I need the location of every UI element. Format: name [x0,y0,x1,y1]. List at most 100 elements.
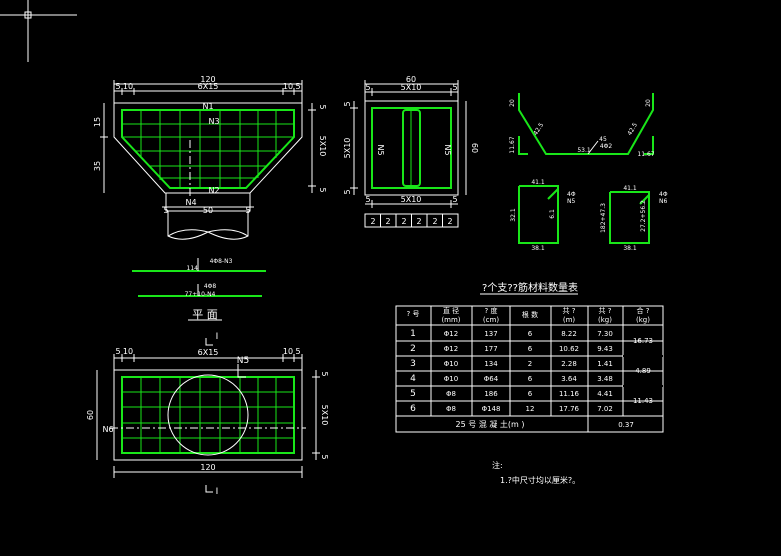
bar-label-n1: N1 [202,102,213,111]
plan-dim-bottom-right: 5 [245,206,250,215]
section-mark-bottom: I [216,487,219,497]
notes: 注: 1.?中尺寸均以厘米?。 [492,460,580,485]
material-table [395,305,664,433]
elev-dim-left-a: 5 [115,347,120,356]
section-cell: 2 [432,217,437,226]
section-dim-top-inner: 5X10 [401,83,422,92]
section-cell: 2 [370,217,375,226]
table-header: (kg) [636,316,650,324]
svg-text:10.62: 10.62 [559,345,579,353]
bend-right-slope: 42.5 [626,122,639,137]
svg-text:Φ64: Φ64 [484,375,499,383]
plan-dim-left-a: 5 [115,82,120,91]
section-dim-bottom-left: 5 [365,195,370,204]
section-dim-top-right: 5 [452,83,457,92]
bend-right-leg: 11.67 [637,151,654,158]
plan-dim-left-top: 15 [93,117,102,127]
table-header: ? 号 [407,310,420,318]
table-sum: 4.89 [635,367,651,375]
table-row: 1 Φ12 137 6 8.22 7.30 [410,329,613,339]
bar-label-n6: N6 [102,425,113,434]
svg-text:6: 6 [528,390,533,398]
section-dim-bottom-inner: 5X10 [401,195,422,204]
section-rebar-outline [371,107,452,189]
svg-text:2.28: 2.28 [561,360,577,368]
section-cell: 2 [385,217,390,226]
stirrup-left-top: 41.1 [531,179,545,186]
table-row: 4 Φ10 Φ64 6 3.64 3.48 [410,374,613,384]
plan-dim-right-bottom: 5 [318,187,327,192]
elev-dim-right-b: 5 [295,347,300,356]
svg-text:177: 177 [484,345,497,353]
svg-text:9.43: 9.43 [597,345,613,353]
svg-text:1.41: 1.41 [597,360,613,368]
elevation-rebar-outline [121,376,295,454]
plan-dim-overall: 120 [200,75,215,84]
svg-text:Φ12: Φ12 [444,330,458,338]
section-dim-left: 5X10 [343,138,352,159]
svg-text:6: 6 [528,330,533,338]
bend-mid-dim: 45 [599,136,607,143]
stirrup-right-top: 41.1 [623,185,637,192]
plan-dim-right-b: 5 [295,82,300,91]
svg-text:12: 12 [526,405,535,413]
elev-dim-left-b: 10 [123,347,133,356]
table-row: 5 Φ8 186 6 11.16 4.41 [410,389,613,399]
plan-view-title: 平 面 [192,308,218,321]
svg-text:Φ148: Φ148 [482,405,501,413]
bar-callout-2a: 4Φ8 [204,283,217,290]
section-dim-left-top: 5 [343,101,352,106]
svg-text:7.02: 7.02 [597,405,613,413]
stirrup-left-bottom: 38.1 [531,245,545,252]
elev-dim-left: 60 [86,410,95,420]
section-dim-bottom-right: 5 [452,195,457,204]
bend-left-leg: 11.67 [509,136,516,153]
svg-text:Φ10: Φ10 [444,360,458,368]
svg-text:5: 5 [410,389,416,399]
plan-dim-bottom: 50 [203,206,213,215]
stirrup-left-mark: 4Φ [567,191,576,198]
bend-left-top: 20 [509,99,516,107]
table-sum: 11.43 [633,397,653,405]
table-footer-value: 0.37 [618,421,634,429]
table-sum: 16.73 [633,337,653,345]
stirrup-labels: 41.1 4Φ N5 32.1 6.1 38.1 41.1 4Φ N6 182+… [510,179,668,252]
table-row: 6 Φ8 Φ148 12 17.76 7.02 [410,404,613,414]
stirrup-left-mark-b: N5 [567,198,575,205]
section-dim-top-left: 5 [365,83,370,92]
svg-text:186: 186 [484,390,498,398]
bar-label-n3: N3 [208,117,219,126]
svg-text:11.16: 11.16 [559,390,580,398]
table-row: 3 Φ10 134 2 2.28 1.41 [410,359,613,369]
elev-dim-right-mid: 5X10 [320,405,329,426]
notes-line1: 1.?中尺寸均以厘米?。 [500,475,580,485]
stirrup-left-inner: 6.1 [549,209,556,219]
bend-mid-base: 53.1 [577,147,591,154]
bar-label-n5: N5 [237,356,249,366]
svg-text:Φ8: Φ8 [446,390,456,398]
stirrup-right-mark: 4Φ [659,191,668,198]
stirrup-right-shape [609,191,650,244]
svg-text:3.48: 3.48 [597,375,613,383]
table-row: 2 Φ12 177 6 10.62 9.43 [410,344,613,354]
plan-dim-right-a: 10 [283,82,293,91]
bend-mid-bar: 4Φ2 [600,143,613,150]
stirrup-right-inner: 27.2+56.2 [640,200,647,232]
section-outline [364,100,459,196]
svg-text:4.41: 4.41 [597,390,613,398]
bar-label-n4: N4 [185,198,196,207]
svg-text:2: 2 [410,344,416,354]
bar-callout-1a: 4Φ8-N3 [210,258,233,265]
section-cut-mark-bottom [205,485,213,493]
plan-dim-left-b: 10 [123,82,133,91]
elevation-view [96,338,320,493]
svg-text:4: 4 [410,374,416,384]
section-view-labels: 60 5 5X10 5 5X10 5 5 60 N5 N5 5 5X10 5 2… [343,75,479,226]
section-cut-mark-top [205,338,213,346]
section-bar-n5-right: N5 [443,144,452,155]
table-header: (kg) [598,316,612,324]
elev-dim-bottom: 120 [200,463,215,472]
svg-text:3.64: 3.64 [561,375,577,383]
svg-text:6: 6 [528,345,533,353]
